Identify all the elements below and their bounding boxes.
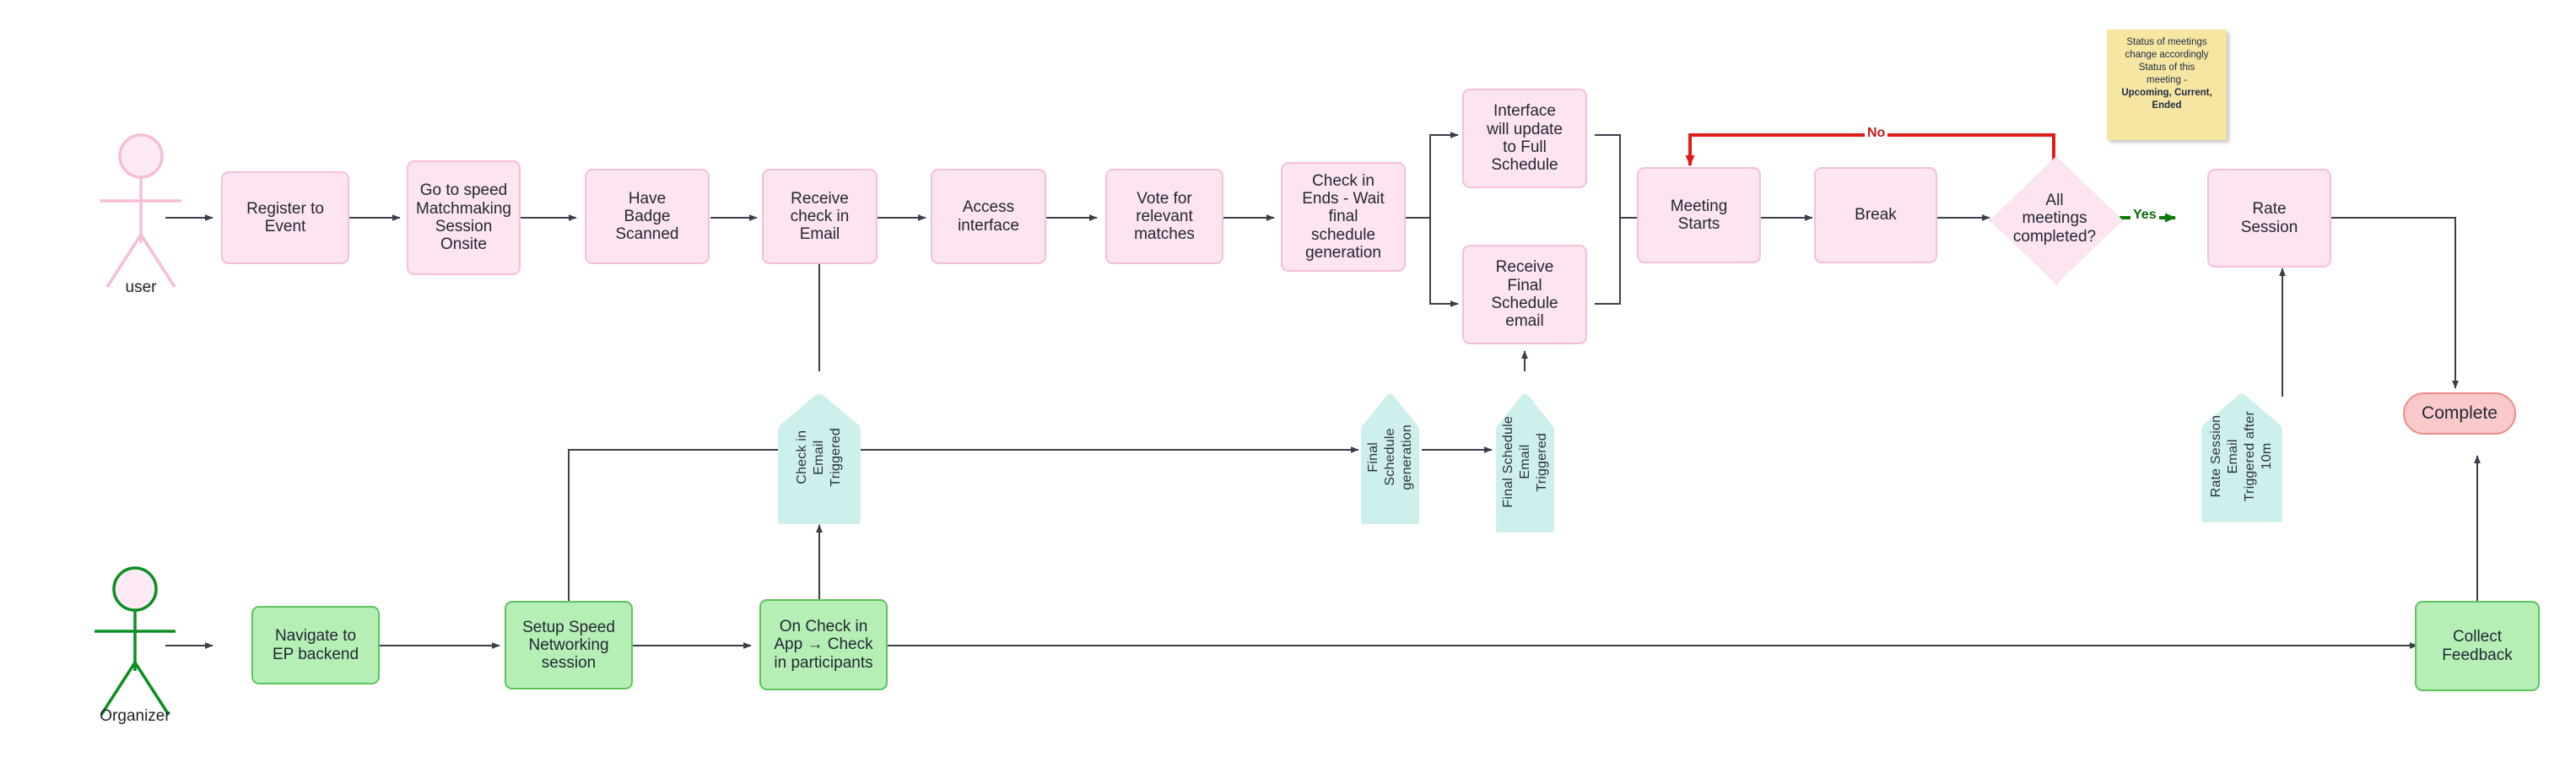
node-final-schedule-email-triggered[interactable]: Final Schedule Email Triggered (1493, 390, 1557, 533)
node-go-to-speed-matchmaking[interactable]: Go to speed Matchmaking Session Onsite (407, 160, 521, 275)
pentagon-shape (2201, 393, 2282, 522)
node-have-badge-scanned[interactable]: Have Badge Scanned (585, 169, 710, 264)
actor-organizer-label: Organizer (100, 707, 170, 725)
node-label: Navigate to EP backend (272, 627, 359, 663)
node-label: All meetings completed? (2012, 192, 2097, 246)
node-label: Receive check in Email (790, 189, 850, 244)
actor-user-icon (100, 133, 181, 288)
actor-organizer-icon (95, 566, 176, 716)
node-label: Rate Session Email Triggered after 10m (2209, 411, 2274, 502)
node-label: Register to Event (246, 199, 324, 235)
actor-user-label: user (125, 278, 157, 296)
sticky-line-2: change accordingly (2125, 49, 2209, 60)
edge-finalemail-merge (1595, 218, 1621, 305)
edge-rate-complete (2331, 217, 2459, 389)
sticky-line-5: Upcoming, Current, (2121, 87, 2212, 98)
node-final-schedule-generation[interactable]: Final Schedule generation (1358, 390, 1422, 525)
node-complete[interactable]: Complete (2403, 392, 2516, 435)
node-label: Collect Feedback (2442, 628, 2513, 664)
pentagon-shape (1361, 393, 1419, 524)
node-label: Final Schedule generation (1365, 424, 1414, 490)
node-label: Check in Email Triggered (795, 428, 843, 487)
edge-setup-finalsched (568, 446, 1359, 616)
node-label: Vote for relevant matches (1134, 189, 1195, 244)
edge-label-yes: Yes (2130, 208, 2159, 223)
node-navigate-to-ep-backend[interactable]: Navigate to EP backend (251, 606, 380, 684)
node-label: Interface will update to Full Schedule (1487, 102, 1563, 175)
sticky-note-meeting-status: Status of meetings change accordingly St… (2107, 30, 2227, 140)
sticky-line-6: Ended (2152, 100, 2182, 111)
node-receive-final-schedule-email[interactable]: Receive Final Schedule email (1462, 245, 1587, 344)
node-label: Receive Final Schedule email (1491, 258, 1558, 331)
edge-label-no: No (1865, 126, 1888, 141)
node-label: Rate Session (2240, 200, 2298, 236)
node-access-interface[interactable]: Access interface (931, 169, 1046, 264)
pentagon-shape (1496, 393, 1554, 533)
edge-checkinends-interface (1405, 132, 1459, 219)
node-label: Final Schedule Email Triggered (1500, 415, 1549, 508)
node-label: Setup Speed Networking session (522, 618, 615, 673)
node-label: Meeting Starts (1670, 197, 1728, 233)
sticky-line-3: Status of this (2138, 62, 2195, 73)
node-label: Access interface (958, 198, 1019, 235)
pentagon-shape (778, 393, 861, 524)
node-checkin-email-triggered[interactable]: Check in Email Triggered (775, 390, 864, 525)
node-rate-session[interactable]: Rate Session (2207, 169, 2331, 268)
edge-checkinends-finalemail (1429, 218, 1459, 307)
node-meeting-starts[interactable]: Meeting Starts (1637, 167, 1761, 263)
node-receive-check-in-email[interactable]: Receive check in Email (762, 169, 878, 264)
node-label: On Check in App → Check in participants (774, 618, 873, 672)
node-all-meetings-completed[interactable]: All meetings completed? (1990, 156, 2123, 284)
node-setup-speed-networking-session[interactable]: Setup Speed Networking session (505, 601, 633, 689)
node-label: Break (1855, 206, 1897, 224)
node-register-to-event[interactable]: Register to Event (221, 171, 349, 264)
node-rate-session-email-triggered[interactable]: Rate Session Email Triggered after 10m (2198, 390, 2286, 523)
sticky-line-4: meeting - (2147, 74, 2187, 85)
node-label: Complete (2422, 403, 2498, 424)
node-interface-will-update[interactable]: Interface will update to Full Schedule (1462, 89, 1587, 188)
node-break[interactable]: Break (1814, 167, 1937, 263)
node-label: Go to speed Matchmaking Session Onsite (416, 181, 511, 254)
node-vote-for-relevant-matches[interactable]: Vote for relevant matches (1105, 169, 1223, 264)
node-on-check-in-app[interactable]: On Check in App → Check in participants (759, 599, 888, 690)
node-collect-feedback[interactable]: Collect Feedback (2415, 601, 2540, 691)
node-label: Check in Ends - Wait final schedule gene… (1302, 171, 1385, 262)
node-label: Have Badge Scanned (615, 189, 679, 244)
edge-interface-meeting (1595, 134, 1650, 221)
sticky-line-1: Status of meetings (2126, 37, 2207, 47)
node-check-in-ends-wait[interactable]: Check in Ends - Wait final schedule gene… (1281, 162, 1406, 272)
